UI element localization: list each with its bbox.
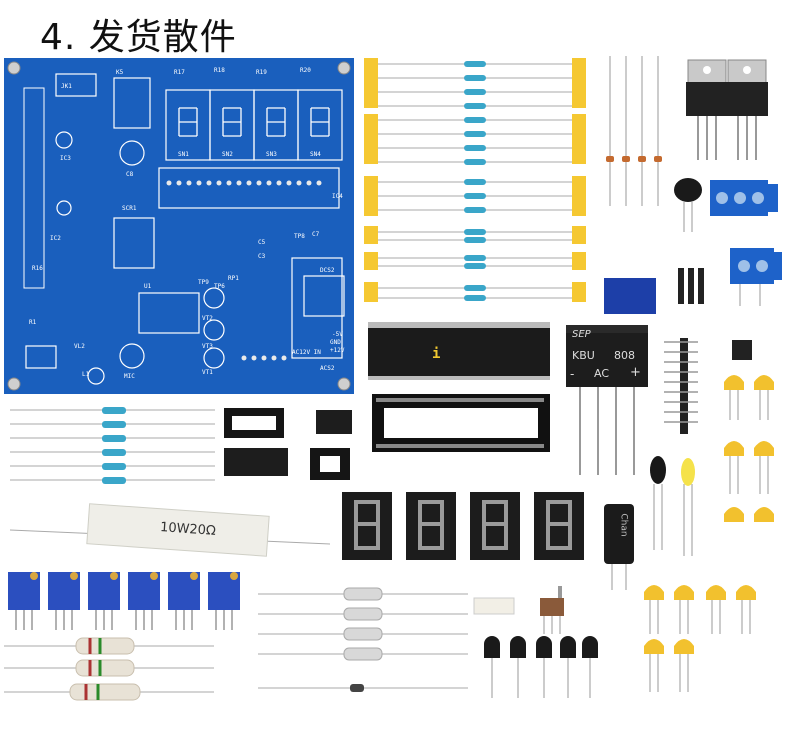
svg-text:SN4: SN4 — [310, 151, 321, 158]
rectifier-plus: + — [630, 365, 641, 380]
svg-text:JK1: JK1 — [61, 83, 72, 90]
ceramic-capacitors — [644, 585, 756, 692]
svg-text:SN1: SN1 — [178, 151, 189, 158]
svg-text:TP8: TP8 — [294, 233, 305, 240]
rectifier-brand: SEP — [572, 329, 591, 340]
svg-text:MIC: MIC — [124, 373, 135, 380]
svg-text:C7: C7 — [312, 231, 320, 238]
seven-segment-displays — [342, 492, 584, 560]
rectifier-minus: - — [570, 367, 575, 381]
svg-text:SCR1: SCR1 — [122, 205, 137, 212]
svg-text:R18: R18 — [214, 67, 225, 74]
svg-text:C8: C8 — [126, 171, 134, 178]
svg-text:+12V: +12V — [330, 347, 345, 354]
svg-text:IC4: IC4 — [332, 193, 343, 200]
svg-text:SN3: SN3 — [266, 151, 277, 158]
svg-text:SN2: SN2 — [222, 151, 233, 158]
svg-text:C5: C5 — [258, 239, 266, 246]
capacitor-marking: Chan — [618, 513, 629, 537]
mcu-chip-and-socket: i — [368, 322, 550, 452]
svg-text:R20: R20 — [300, 67, 311, 74]
svg-text:-5V: -5V — [332, 331, 343, 338]
leds-and-electrolytic — [604, 456, 666, 590]
cement-resistor: 10W20Ω — [9, 500, 331, 560]
header-and-capacitors — [664, 338, 774, 522]
svg-text:VL2: VL2 — [74, 343, 85, 350]
svg-text:IC3: IC3 — [60, 155, 71, 162]
svg-text:R16: R16 — [32, 265, 43, 272]
rectifier-ac-label: AC — [594, 367, 610, 380]
dip-sockets — [224, 408, 352, 480]
svg-text:R1: R1 — [29, 319, 37, 326]
svg-text:DCS2: DCS2 — [320, 267, 335, 274]
taped-resistors — [364, 58, 586, 302]
page-heading: 4. 发货散件 — [40, 17, 237, 58]
svg-text:VT2: VT2 — [202, 315, 213, 322]
svg-text:VT1: VT1 — [202, 369, 213, 376]
metal-film-resistors — [258, 587, 468, 692]
regulators-and-terminals — [604, 56, 782, 314]
rectifier-model: KBU — [572, 349, 595, 362]
svg-text:R19: R19 — [256, 69, 267, 76]
svg-text:VT3: VT3 — [202, 343, 213, 350]
chip-marking: i — [432, 346, 440, 362]
svg-text:C3: C3 — [258, 253, 266, 260]
svg-text:R17: R17 — [174, 69, 185, 76]
bridge-rectifier: SEP KBU 808 - AC + — [566, 325, 648, 475]
rectifier-part: 808 — [614, 349, 635, 362]
pcb-board: JK1 K5 R17 R18 R19 R20 SN1 SN2 SN3 SN4 I… — [4, 58, 354, 394]
trimmer-potentiometers — [8, 572, 240, 630]
loose-resistors — [10, 407, 215, 484]
switch-connector-transistors — [473, 586, 598, 698]
svg-text:L1: L1 — [82, 371, 90, 378]
svg-text:GND: GND — [330, 339, 341, 346]
svg-text:TP9: TP9 — [198, 279, 209, 286]
svg-text:U1: U1 — [144, 283, 152, 290]
yellow-led — [681, 458, 695, 556]
svg-text:RP1: RP1 — [228, 275, 239, 282]
power-resistors — [4, 637, 214, 701]
svg-text:AC12V IN: AC12V IN — [292, 349, 321, 356]
svg-text:K5: K5 — [116, 69, 124, 76]
svg-text:ACS2: ACS2 — [320, 365, 335, 372]
svg-text:TP6: TP6 — [214, 283, 225, 290]
svg-text:IC2: IC2 — [50, 235, 61, 242]
